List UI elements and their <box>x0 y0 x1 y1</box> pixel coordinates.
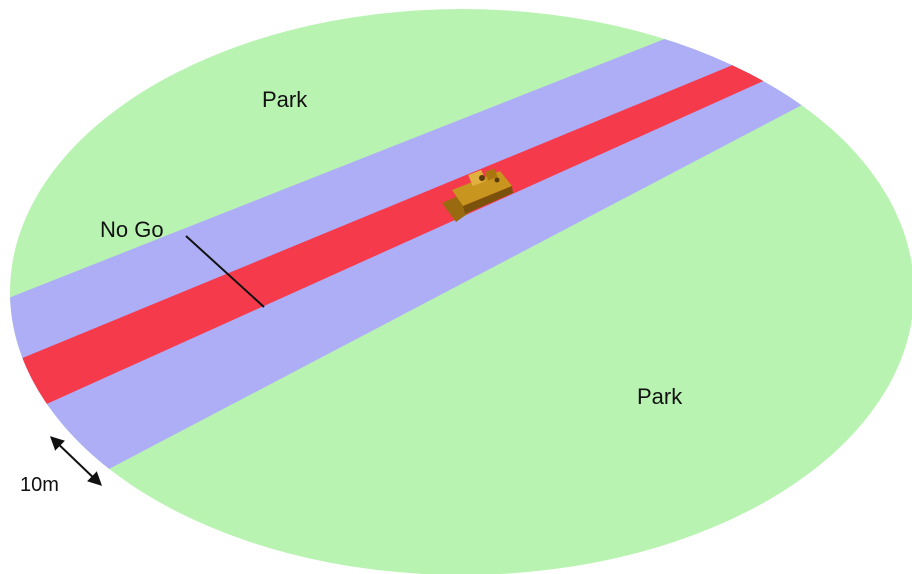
park-label-bottom: Park <box>637 384 683 409</box>
park-label-top: Park <box>262 87 308 112</box>
bulldozer-icon <box>442 168 513 222</box>
no-go-strip <box>10 62 770 452</box>
scale-arrow <box>49 436 103 486</box>
scale-label: 10m <box>20 474 59 496</box>
no-go-pointer <box>185 235 265 308</box>
no-go-label: No Go <box>100 217 164 242</box>
